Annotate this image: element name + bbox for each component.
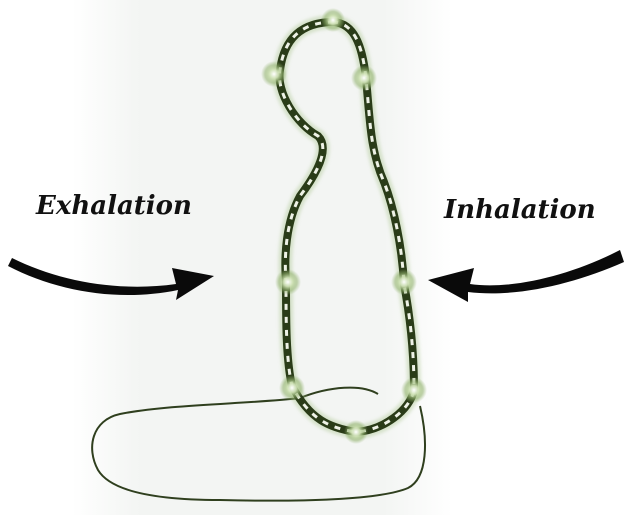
curved-arrow-left-icon [428,250,624,302]
lap-line [300,388,378,398]
inhalation-label: Inhalation [444,197,596,223]
legs-outline [92,398,425,501]
glow-point-crown [321,8,345,32]
glow-point-base [344,420,368,444]
glow-point-back-head [351,65,377,91]
exhalation-label: Exhalation [36,193,192,219]
energy-channel [279,22,414,432]
glow-point-back [391,269,417,295]
glow-point-chest [275,269,301,295]
glow-point-sacrum [401,377,427,403]
glow-point-forehead [261,61,287,87]
curved-arrow-right-icon [8,258,214,300]
glow-point-belly [279,375,305,401]
